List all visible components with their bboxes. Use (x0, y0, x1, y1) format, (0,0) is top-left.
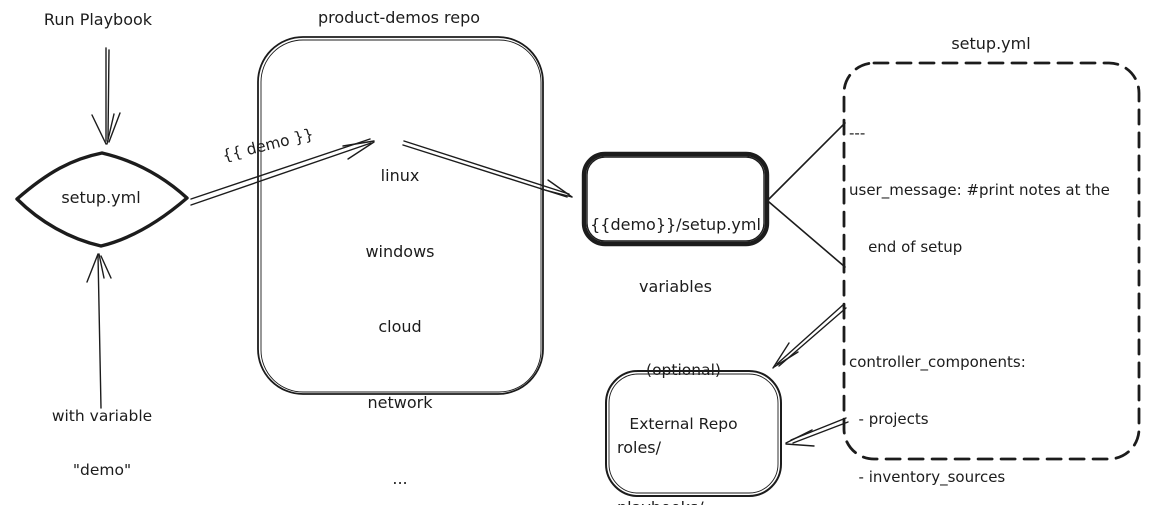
box-demo-setup-variables (581, 151, 770, 247)
external-repo-title-line1: (optional) (646, 360, 721, 379)
with-variable-line1: with variable (51, 406, 153, 425)
arrow-projects-to-external-icon (772, 303, 847, 369)
box-external-repo (605, 370, 782, 497)
variables-box-line2: variables (639, 276, 712, 296)
external-repo-title-line2: External Repo (629, 415, 738, 434)
arrow-linux-to-variables-icon (402, 140, 573, 198)
yaml-line: --- (849, 123, 866, 142)
with-variable-label: with variable "demo" (33, 370, 171, 505)
arrow-with-variable-icon (86, 253, 112, 409)
external-repo-content: roles/ playbooks/ .... (617, 399, 704, 505)
arrow-jobtemplates-to-external-icon (785, 417, 849, 447)
external-repo-roles: roles/ (617, 437, 662, 457)
external-repo-title: (optional) External Repo (601, 324, 766, 470)
external-repo-playbooks: playbooks/ (617, 497, 704, 505)
setup-yml-box-title: setup.yml (951, 34, 1031, 53)
box-product-demos-repo (257, 36, 544, 395)
repo-item-more: ... (392, 468, 408, 488)
yaml-line: - projects (849, 410, 929, 429)
yaml-line (849, 296, 1135, 316)
connector-setupyml-to-variables-icon (768, 122, 846, 268)
variables-box-label: {{demo}}/setup.yml variables (588, 173, 763, 339)
yaml-line: - inventory_sources (849, 467, 1006, 486)
setup-yml-content: --- user_message: #print notes at the en… (849, 86, 1135, 505)
with-variable-line2: "demo" (72, 461, 132, 480)
yaml-line: controller_components: (849, 353, 1026, 372)
variables-box-line1: {{demo}}/setup.yml (590, 214, 761, 234)
yaml-line: user_message: #print notes at the (849, 181, 1110, 200)
repo-item-list: linux windows cloud network ... (330, 129, 470, 505)
repo-item-cloud: cloud (378, 317, 422, 337)
product-demos-repo-title: product-demos repo (317, 8, 481, 27)
arrow-demo-to-repo-icon (190, 138, 375, 206)
diamond-setup-yml-label: setup.yml (61, 188, 141, 207)
repo-item-network: network (367, 393, 433, 412)
yaml-line: end of setup (849, 238, 963, 257)
box-setup-yml-dashed (842, 61, 1141, 461)
arrow-run-playbook-icon (91, 47, 121, 145)
repo-item-linux: linux (380, 165, 420, 185)
diamond-setup-yml (15, 151, 189, 248)
run-playbook-label: Run Playbook (43, 10, 153, 29)
repo-item-windows: windows (365, 241, 435, 261)
